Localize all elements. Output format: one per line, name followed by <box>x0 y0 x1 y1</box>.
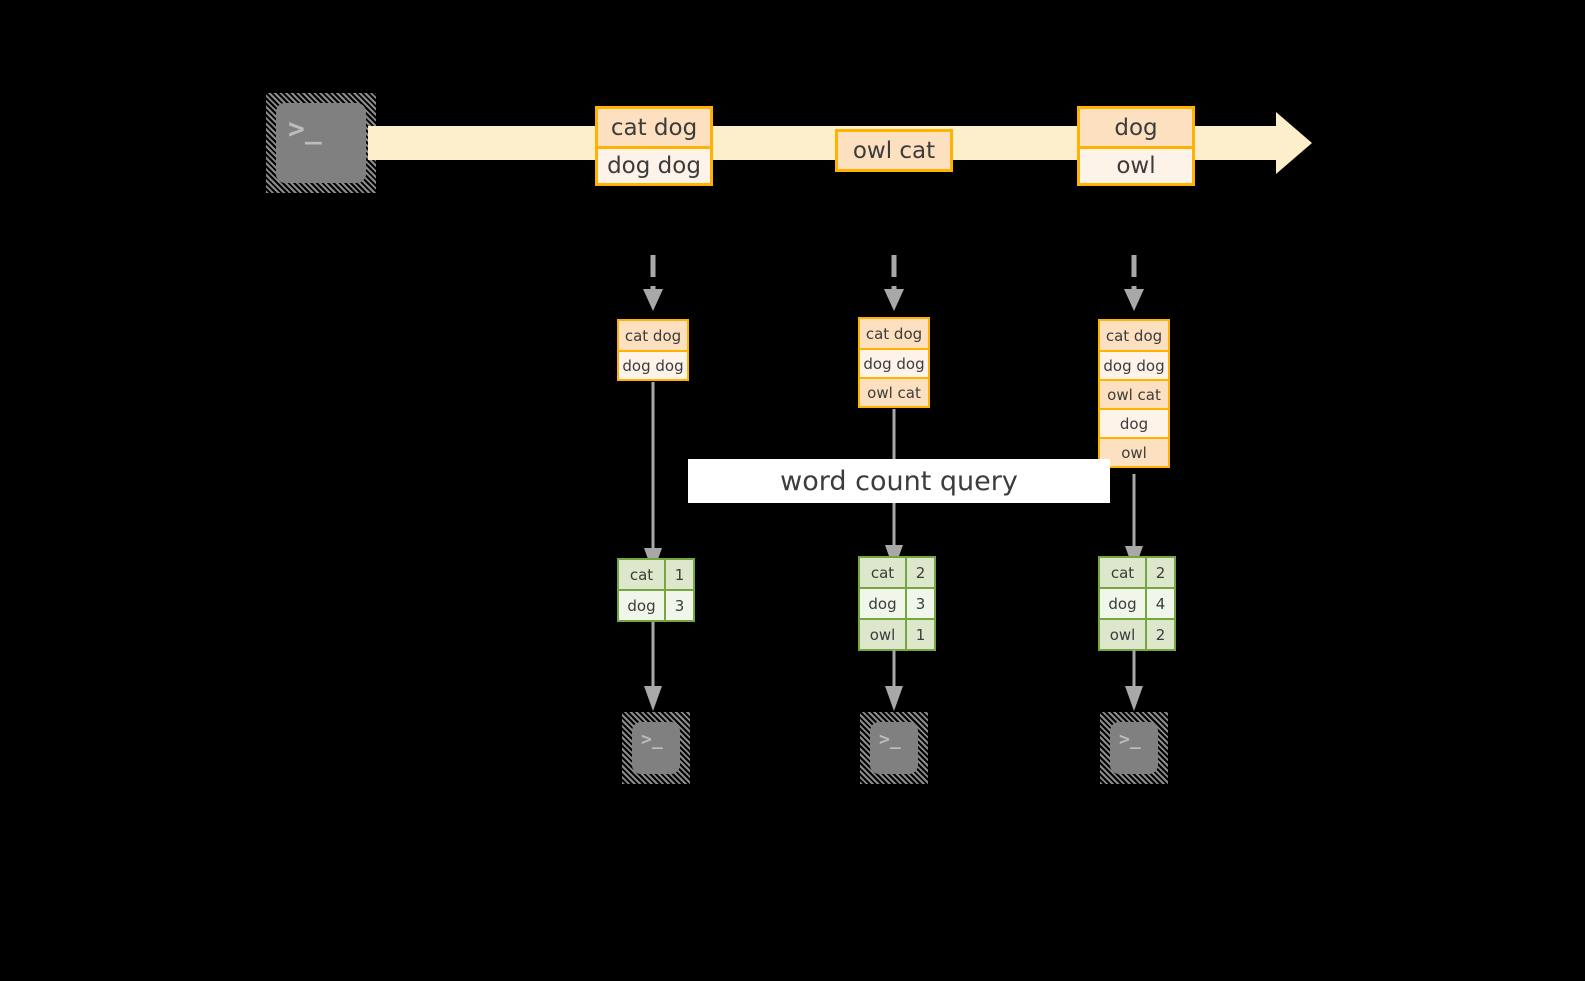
snapshot-3-line-5: owl <box>1100 437 1168 466</box>
table-row: dog 3 <box>619 589 693 620</box>
snapshot-1-box: cat dog dog dog <box>617 319 689 381</box>
dashed-arrow-1-icon <box>641 255 665 313</box>
result-count: 3 <box>905 589 934 618</box>
snapshot-3-result-table: cat 2 dog 4 owl 2 <box>1098 556 1176 651</box>
result-count: 1 <box>905 620 934 649</box>
terminal-screen: >_ <box>1110 722 1158 774</box>
result-word: cat <box>860 558 905 587</box>
stream-batch-1: cat dog dog dog <box>595 106 713 186</box>
result-word: cat <box>1100 558 1145 587</box>
terminal-screen: >_ <box>276 103 366 183</box>
table-row: dog 3 <box>860 587 934 618</box>
table-row: cat 2 <box>1100 558 1174 587</box>
snapshot-3-line-3: owl cat <box>1100 379 1168 408</box>
stream-batch-2: owl cat <box>835 129 953 172</box>
source-terminal-icon: >_ <box>266 93 376 193</box>
dashed-arrow-3-icon <box>1122 255 1146 313</box>
result-word: dog <box>1100 589 1145 618</box>
terminal-prompt-glyph: >_ <box>879 729 901 750</box>
result-count: 1 <box>664 560 693 589</box>
table-row: cat 2 <box>860 558 934 587</box>
result-count: 3 <box>664 591 693 620</box>
snapshot-3-line-2: dog dog <box>1100 350 1168 379</box>
query-banner: word count query <box>688 459 1110 503</box>
stream-batch-2-line-1: owl cat <box>838 132 950 169</box>
dashed-arrow-2-icon <box>882 255 906 313</box>
stream-batch-1-line-1: cat dog <box>598 109 710 146</box>
result-word: dog <box>619 591 664 620</box>
terminal-prompt-glyph: >_ <box>1119 729 1141 750</box>
stream-batch-3: dog owl <box>1077 106 1195 186</box>
snapshot-3-line-1: cat dog <box>1100 321 1168 350</box>
result-word: dog <box>860 589 905 618</box>
terminal-prompt-glyph: >_ <box>288 112 322 145</box>
sink-terminal-3-icon: >_ <box>1100 712 1168 784</box>
snapshot-3-box: cat dog dog dog owl cat dog owl <box>1098 319 1170 468</box>
table-row: dog 4 <box>1100 587 1174 618</box>
result-count: 2 <box>905 558 934 587</box>
stream-batch-1-line-2: dog dog <box>598 146 710 183</box>
table-row: owl 1 <box>860 618 934 649</box>
snapshot-3-line-4: dog <box>1100 408 1168 437</box>
snapshot-1-line-2: dog dog <box>619 350 687 379</box>
result-count: 2 <box>1145 558 1174 587</box>
snapshot-2-box: cat dog dog dog owl cat <box>858 317 930 408</box>
result-word: owl <box>860 620 905 649</box>
result-1-to-sink-arrow-icon <box>643 622 663 712</box>
snapshot-1-result-table: cat 1 dog 3 <box>617 558 695 622</box>
sink-terminal-1-icon: >_ <box>622 712 690 784</box>
query-banner-label: word count query <box>780 465 1018 497</box>
table-row: owl 2 <box>1100 618 1174 649</box>
result-count: 2 <box>1145 620 1174 649</box>
table-row: cat 1 <box>619 560 693 589</box>
sink-terminal-2-icon: >_ <box>860 712 928 784</box>
snapshot-1-line-1: cat dog <box>619 321 687 350</box>
result-3-to-sink-arrow-icon <box>1124 650 1144 712</box>
result-count: 4 <box>1145 589 1174 618</box>
result-word: cat <box>619 560 664 589</box>
result-2-to-sink-arrow-icon <box>884 650 904 712</box>
snapshot-2-result-table: cat 2 dog 3 owl 1 <box>858 556 936 651</box>
terminal-screen: >_ <box>870 722 918 774</box>
stream-batch-3-line-1: dog <box>1080 109 1192 146</box>
terminal-screen: >_ <box>632 722 680 774</box>
terminal-prompt-glyph: >_ <box>641 729 663 750</box>
snapshot-2-line-1: cat dog <box>860 319 928 348</box>
stream-batch-3-line-2: owl <box>1080 146 1192 183</box>
snapshot-2-line-3: owl cat <box>860 377 928 406</box>
result-word: owl <box>1100 620 1145 649</box>
snapshot-1-to-result-arrow-icon <box>643 382 663 574</box>
snapshot-2-line-2: dog dog <box>860 348 928 377</box>
